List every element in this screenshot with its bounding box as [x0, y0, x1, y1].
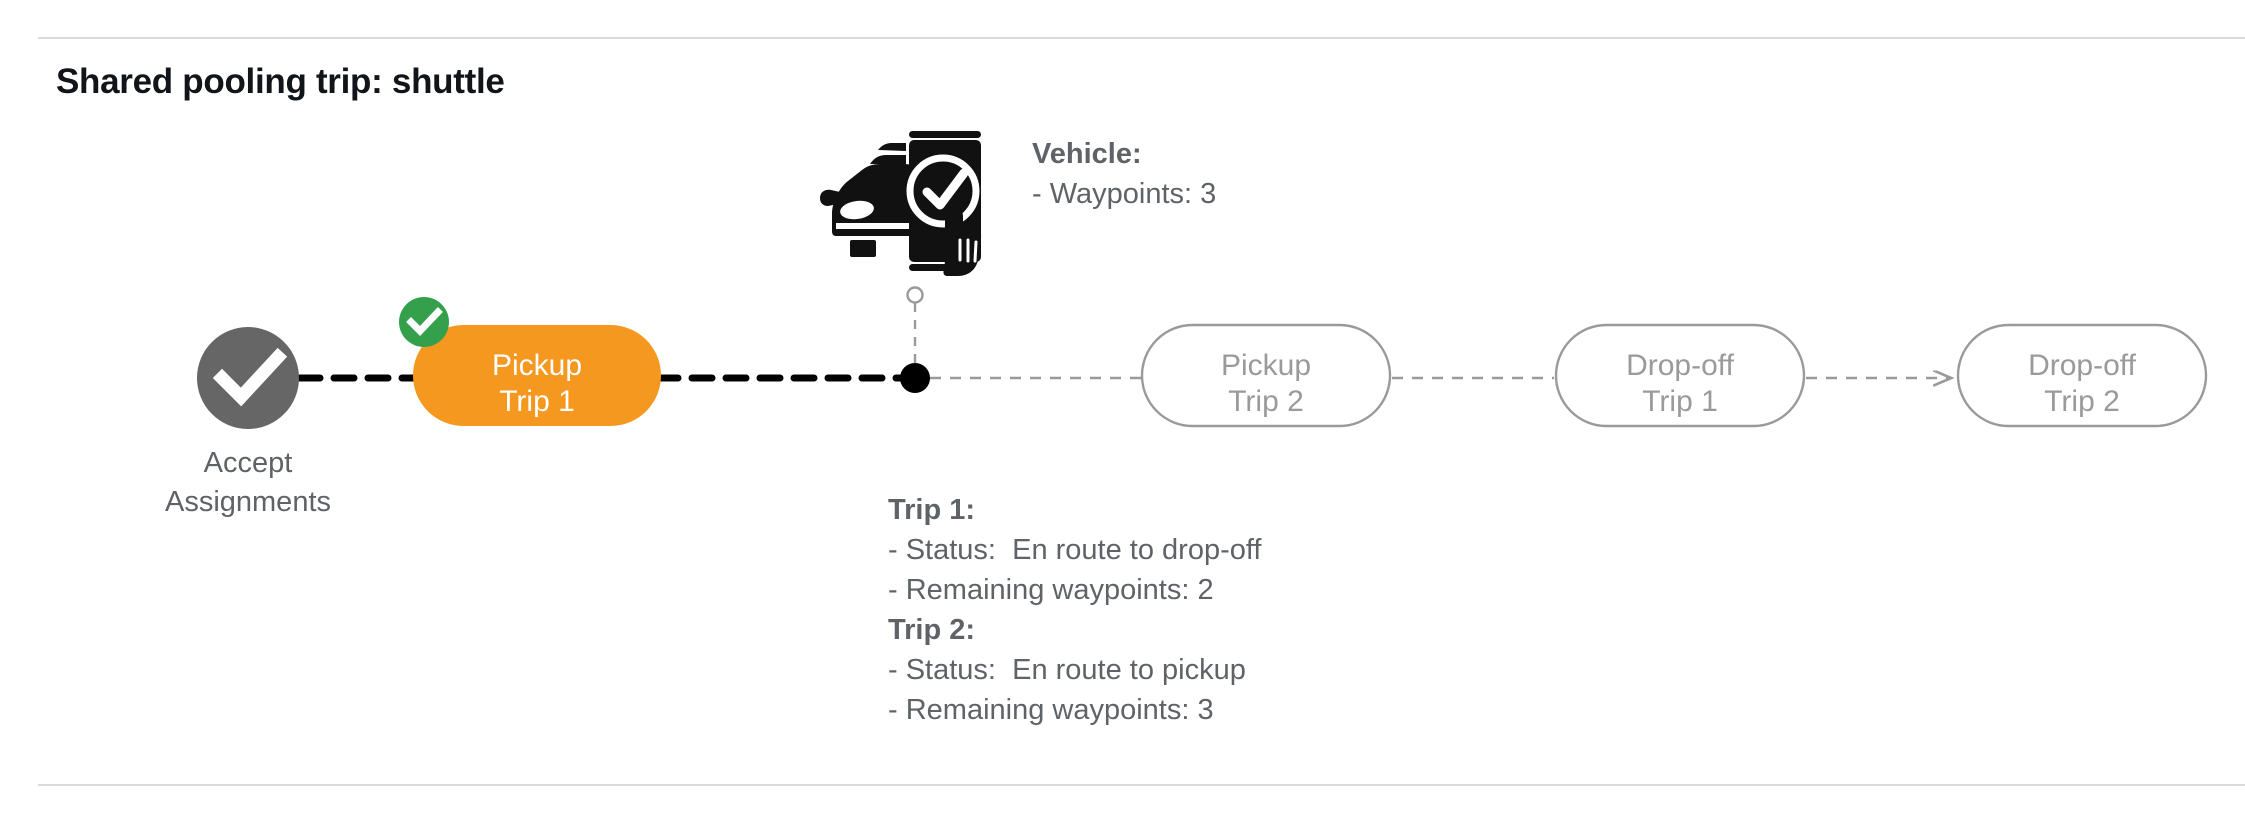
vehicle-leader-endpoint-icon: [906, 286, 924, 304]
bottom-divider: [38, 784, 2245, 786]
trip-annotation: Trip 1: - Status: En route to drop-off -…: [888, 490, 1261, 730]
page-title: Shared pooling trip: shuttle: [56, 62, 505, 101]
trip-1-remaining-waypoints: - Remaining waypoints: 2: [888, 574, 1214, 607]
trip-1-heading: Trip 1:: [888, 494, 976, 526]
node-pickup-trip-1[interactable]: [413, 325, 661, 426]
vehicle-annotation: Vehicle: - Waypoints: 3: [1032, 134, 1216, 214]
check-circle-icon: [212, 347, 288, 407]
trip-1-status: - Status: En route to drop-off: [888, 534, 1262, 567]
node-pickup-trip-2[interactable]: [1140, 323, 1392, 428]
trip-2-heading: Trip 2:: [888, 614, 976, 647]
accept-assignments-node[interactable]: [197, 327, 299, 429]
vehicle-annotation-detail: - Waypoints: 3: [1032, 178, 1217, 211]
trip-2-status: - Status: En route to pickup: [888, 654, 1246, 687]
vehicle-annotation-heading: Vehicle:: [1032, 138, 1142, 170]
check-badge-glyph-icon: [406, 307, 443, 337]
trip-2-remaining-waypoints: - Remaining waypoints: 3: [888, 694, 1214, 727]
accept-label-line2: Assignments: [164, 485, 331, 518]
node-dropoff-trip-2[interactable]: [1956, 323, 2208, 428]
top-divider: [38, 37, 2245, 39]
vehicle-app-check-icon: [820, 131, 982, 276]
vehicle-position-dot: [900, 363, 930, 393]
accept-assignments-label: Accept Assignments: [98, 444, 398, 521]
node-dropoff-trip-1[interactable]: [1554, 323, 1806, 428]
accept-label-line1: Accept: [203, 447, 293, 479]
